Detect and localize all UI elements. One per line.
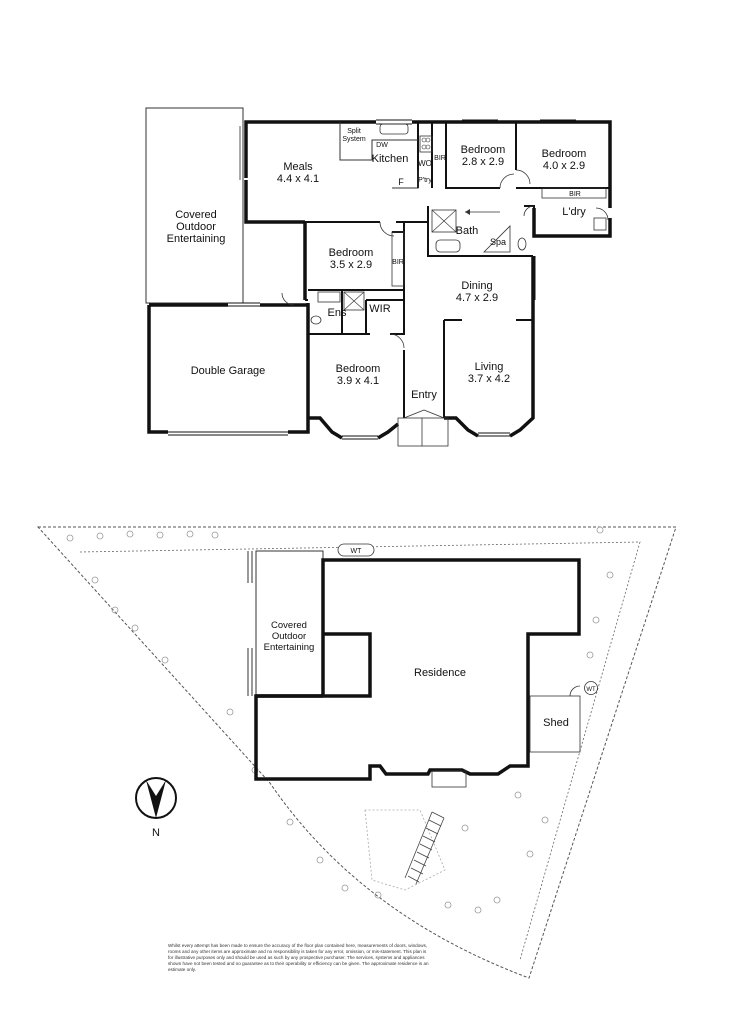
garden-shrubs [66,526,614,914]
north-label: N [152,827,160,839]
site-covered-outdoor-3: Entertaining [264,642,315,653]
site-plan-labels: Covered Outdoor Entertaining Residence S… [264,620,569,729]
bir-bedroom4-label: BIR [392,259,404,266]
residence-footprint [254,558,581,781]
spa-label: Spa [490,237,506,247]
bedroom-4-size: 3.5 x 2.9 [330,259,372,271]
bath-label: Bath [456,225,479,237]
ensuite-label: Ens [328,307,347,319]
north-arrow-icon: N [135,777,177,839]
site-covered-outdoor-2: Outdoor [272,631,306,642]
covered-outdoor-label-2: Outdoor [176,221,216,233]
covered-outdoor-area [145,107,244,304]
property-boundary [36,526,677,979]
water-tank-top: WT [337,543,375,557]
shed-label: Shed [543,717,569,729]
bir-kitchen-label: BIR [434,155,446,162]
bedroom-1-label: Bedroom [336,363,381,375]
bedroom-4-label: Bedroom [329,247,374,259]
water-tank-side: WT [584,681,598,695]
covered-outdoor-label-1: Covered [175,209,217,221]
entry-label: Entry [411,389,437,401]
laundry-label: L'dry [562,206,586,218]
covered-outdoor-label-3: Entertaining [167,233,226,245]
meals-label: Meals [283,161,313,173]
floor-plan [145,107,612,447]
floor-plan-labels: Covered Outdoor Entertaining Meals 4.4 x… [167,128,587,401]
residence-label: Residence [414,667,466,679]
bedroom-2-size: 2.8 x 2.9 [462,156,504,168]
wir-label: WIR [369,303,390,315]
bir-laundry-label: BIR [569,191,581,198]
bedroom-2-label: Bedroom [461,144,506,156]
garage-label: Double Garage [191,365,266,377]
dining-label: Dining [461,280,492,292]
bedroom-3-label: Bedroom [542,148,587,160]
site-plan: WT WT [36,526,677,979]
fridge-label: F [398,177,404,187]
split-system-label-2: System [342,136,366,143]
svg-text:WT: WT [586,687,596,693]
pantry-label: P'try [418,177,432,184]
kitchen-label: Kitchen [372,153,409,165]
site-covered-outdoor-1: Covered [271,620,307,631]
meals-size: 4.4 x 4.1 [277,173,319,185]
living-label: Living [475,361,504,373]
split-system-label-1: Split [347,128,361,135]
dining-size: 4.7 x 2.9 [456,292,498,304]
bedroom-3-size: 4.0 x 2.9 [543,160,585,172]
svg-text:WT: WT [351,548,363,555]
bedroom-1-size: 3.9 x 4.1 [337,375,379,387]
wo-label: WO [418,159,432,168]
dw-label: DW [376,142,388,149]
disclaimer-text: Whilst every attempt has been made to en… [168,943,429,972]
shed-outline [529,695,581,753]
stairs [404,811,445,885]
outer-walls [147,120,612,440]
living-size: 3.7 x 4.2 [468,373,510,385]
